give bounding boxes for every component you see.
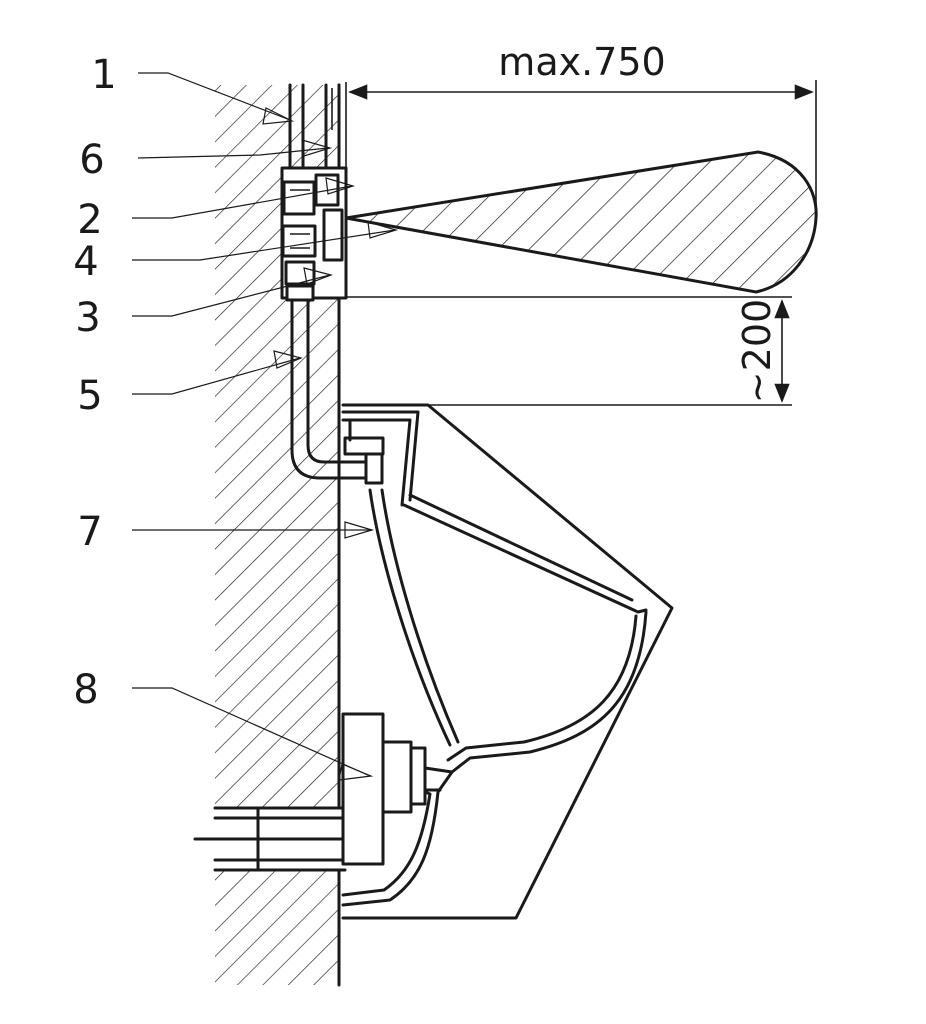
flush-valve-assembly xyxy=(280,83,348,302)
callout-3: 3 xyxy=(75,295,100,341)
width-dimension-label: max.750 xyxy=(498,40,665,84)
height-dimension-label: ~200 xyxy=(735,299,779,403)
flush-pipe xyxy=(290,298,385,485)
callout-6: 6 xyxy=(79,137,104,183)
callout-4: 4 xyxy=(73,239,98,285)
waste-drain xyxy=(193,712,454,872)
callout-7: 7 xyxy=(77,509,102,555)
sensor-detection-area xyxy=(345,150,818,294)
width-dimension: max.750 xyxy=(345,40,817,218)
callout-1: 1 xyxy=(91,52,116,98)
callout-2: 2 xyxy=(77,197,102,243)
urinal-bowl xyxy=(341,403,674,920)
callout-leaders xyxy=(132,72,399,781)
callout-8: 8 xyxy=(73,667,98,713)
height-dimension: ~200 xyxy=(346,296,792,406)
callout-5: 5 xyxy=(77,373,102,419)
callout-labels: 1 6 2 4 3 5 7 8 xyxy=(73,52,116,713)
